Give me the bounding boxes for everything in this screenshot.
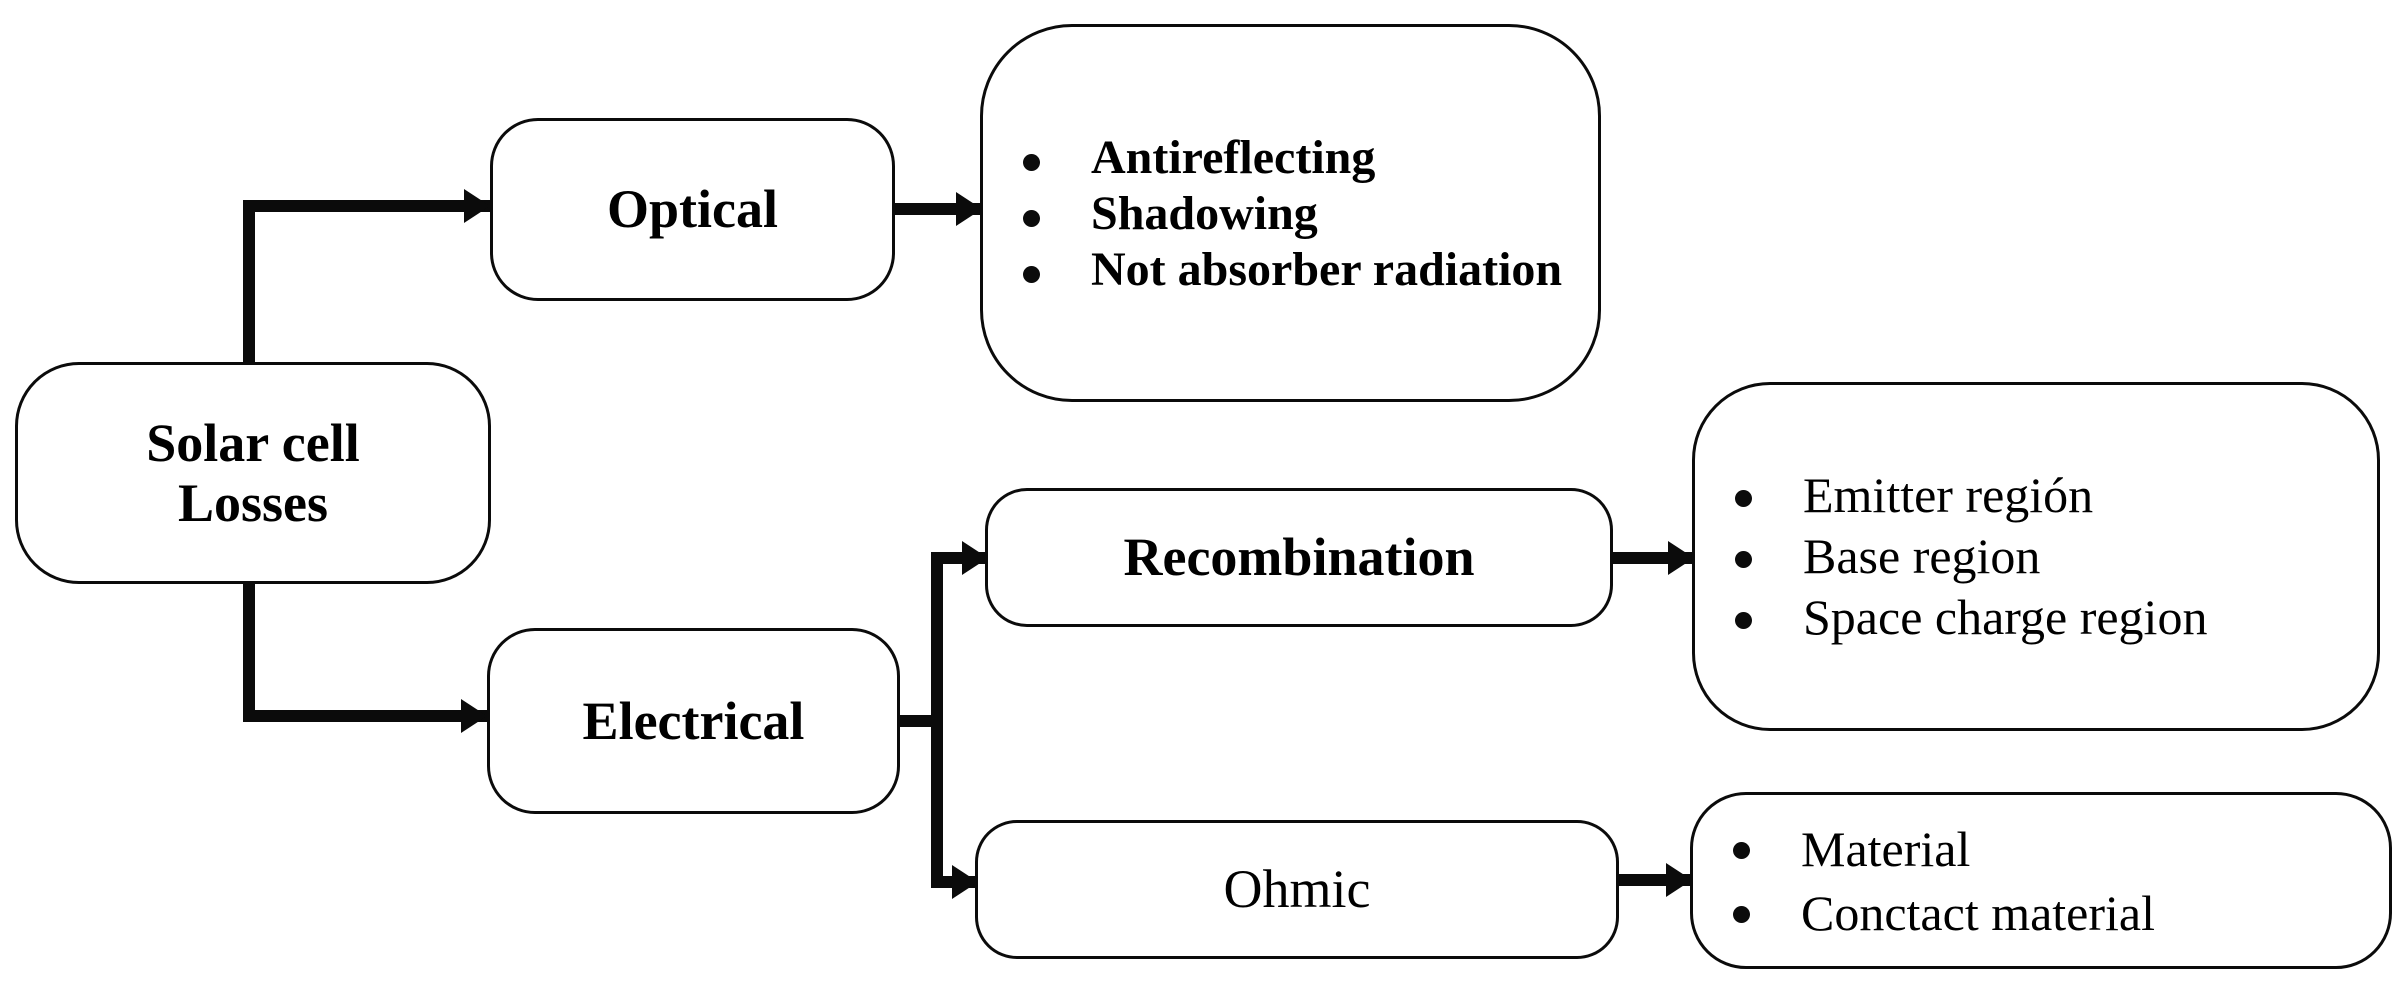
connector-root-to-electrical-horizontal	[243, 710, 489, 722]
node-optical[interactable]: Optical	[490, 118, 895, 301]
arrowhead-to-optical	[464, 189, 490, 223]
bullet-icon	[1023, 154, 1040, 172]
connector-electrical-spine	[931, 552, 943, 888]
node-recombination[interactable]: Recombination	[985, 488, 1613, 627]
list-item-label: Shadowing	[1091, 187, 1318, 241]
bullet-icon	[1023, 210, 1040, 228]
list-item-label: Material	[1801, 820, 1971, 877]
arrowhead-to-electrical	[461, 699, 487, 733]
node-electrical-label: Electrical	[582, 690, 805, 751]
list-optical-losses[interactable]: Antireflecting Shadowing Not absorber ra…	[980, 24, 1601, 402]
node-electrical[interactable]: Electrical	[487, 628, 900, 814]
list-item: Shadowing	[983, 186, 1598, 242]
bullet-icon	[1735, 551, 1752, 568]
list-item-label: Antireflecting	[1091, 131, 1376, 185]
node-recombination-label: Recombination	[1123, 527, 1475, 588]
node-optical-label: Optical	[607, 179, 778, 240]
list-item-label: Not absorber radiation	[1091, 242, 1563, 296]
arrowhead-recombination-list	[1668, 541, 1694, 575]
list-item: Space charge region	[1695, 587, 2377, 648]
arrowhead-ohmic-list	[1666, 863, 1692, 897]
list-item: Conctact material	[1693, 881, 2389, 945]
bullet-icon	[1023, 265, 1040, 283]
node-ohmic[interactable]: Ohmic	[975, 820, 1619, 959]
node-ohmic-label: Ohmic	[1223, 859, 1371, 920]
list-item: Base region	[1695, 526, 2377, 587]
list-item: Antireflecting	[983, 130, 1598, 186]
list-item: Material	[1693, 817, 2389, 881]
list-item-label: Conctact material	[1801, 884, 2156, 941]
list-item: Not absorber radiation	[983, 242, 1598, 298]
arrowhead-to-ohmic	[952, 865, 978, 899]
list-ohmic-sources[interactable]: Material Conctact material	[1690, 792, 2392, 969]
node-root-line-2: Losses	[177, 473, 329, 533]
list-item: Emitter región	[1695, 465, 2377, 526]
arrowhead-optical-list	[956, 192, 982, 226]
connector-root-down-spine	[243, 572, 255, 722]
list-item-label: Space charge region	[1803, 589, 2208, 645]
list-item-label: Base region	[1803, 528, 2041, 584]
bullet-icon	[1733, 905, 1750, 923]
connector-root-to-optical-horizontal	[243, 200, 491, 212]
connector-root-up-spine	[243, 200, 255, 376]
bullet-icon	[1735, 612, 1752, 629]
list-item-label: Emitter región	[1803, 467, 2094, 523]
node-root-line-1: Solar cell	[146, 412, 360, 473]
arrowhead-to-recombination	[962, 541, 988, 575]
bullet-icon	[1735, 490, 1752, 507]
node-solar-cell-losses[interactable]: Solar cell Losses	[15, 362, 491, 584]
list-recombination-regions[interactable]: Emitter región Base region Space charge …	[1692, 382, 2380, 731]
bullet-icon	[1733, 841, 1750, 859]
